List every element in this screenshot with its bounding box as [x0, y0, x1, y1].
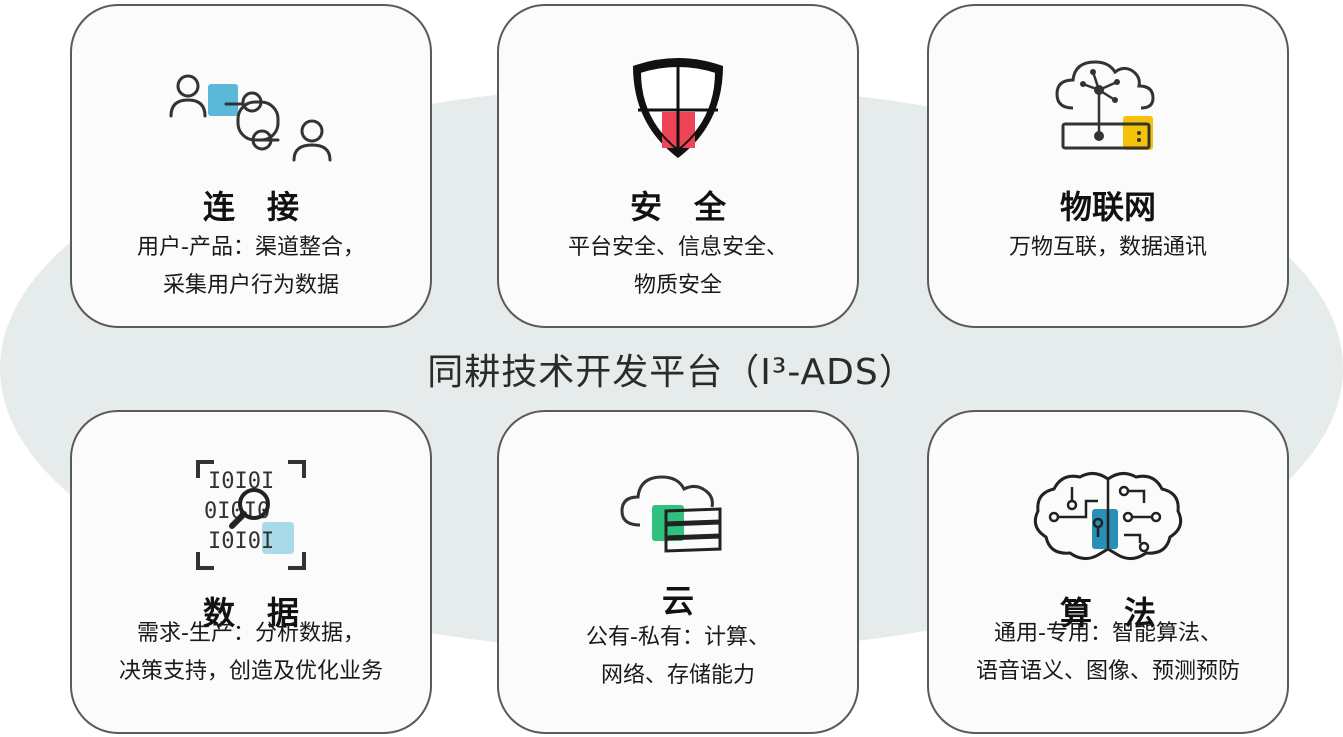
card-title: 物联网: [1059, 188, 1156, 226]
card-description: 需求-生产：分析数据， 决策支持，创造及优化业务: [72, 615, 430, 691]
card-description-line: 需求-生产：分析数据，: [137, 621, 365, 646]
card-description: 万物互联，数据通讯: [929, 229, 1287, 267]
card-title: 数 据: [202, 594, 299, 632]
card-description-line: 平台安全、信息安全、: [567, 235, 788, 260]
card-description: 通用-专用：智能算法、 语音语义、图像、预测预防: [929, 615, 1287, 691]
card-connection: 连 接 用户-产品：渠道整合， 采集用户行为数据: [70, 4, 432, 328]
iot-cloud-icon: [929, 44, 1287, 174]
card-description: 用户-产品：渠道整合， 采集用户行为数据: [72, 229, 430, 305]
card-iot: 物联网 万物互联，数据通讯: [927, 4, 1289, 328]
card-description-line: 通用-专用：智能算法、: [994, 621, 1222, 646]
card-description-line: 万物互联，数据通讯: [1008, 235, 1207, 260]
card-description: 公有-私有：计算、 网络、存储能力: [499, 619, 857, 695]
cloud-server-icon: [499, 450, 857, 580]
card-description-line: 物质安全: [633, 273, 722, 298]
card-description-line: 公有-私有：计算、: [586, 625, 770, 650]
card-data: I0I0I 0I0I0 I0I0I 数 据 需求-生产：分析数据， 决策支持，创…: [70, 410, 432, 734]
card-description: 平台安全、信息安全、 物质安全: [499, 229, 857, 305]
card-description-line: 网络、存储能力: [600, 663, 755, 688]
card-security: 安 全 平台安全、信息安全、 物质安全: [497, 4, 859, 328]
card-algorithm: 算 法 通用-专用：智能算法、 语音语义、图像、预测预防: [927, 410, 1289, 734]
shield-icon: [499, 44, 857, 174]
card-title: 算 法: [1059, 594, 1156, 632]
card-description-line: 决策支持，创造及优化业务: [118, 659, 383, 684]
card-title: 连 接: [202, 188, 299, 226]
card-title: 安 全: [629, 188, 726, 226]
platform-title: 同耕技术开发平台（I³-ADS）: [427, 352, 916, 393]
card-description-line: 语音语义、图像、预测预防: [975, 659, 1240, 684]
svg-text:I0I0I: I0I0I: [208, 469, 274, 494]
connection-users-icon: [72, 44, 430, 174]
card-description-line: 采集用户行为数据: [162, 273, 339, 298]
binary-search-icon: I0I0I 0I0I0 I0I0I: [72, 450, 430, 580]
card-description-line: 用户-产品：渠道整合，: [137, 235, 365, 260]
card-cloud: 云 公有-私有：计算、 网络、存储能力: [497, 410, 859, 734]
card-title: 云: [661, 582, 694, 620]
svg-text:I0I0I: I0I0I: [208, 529, 274, 554]
brain-circuit-icon: [929, 450, 1287, 580]
